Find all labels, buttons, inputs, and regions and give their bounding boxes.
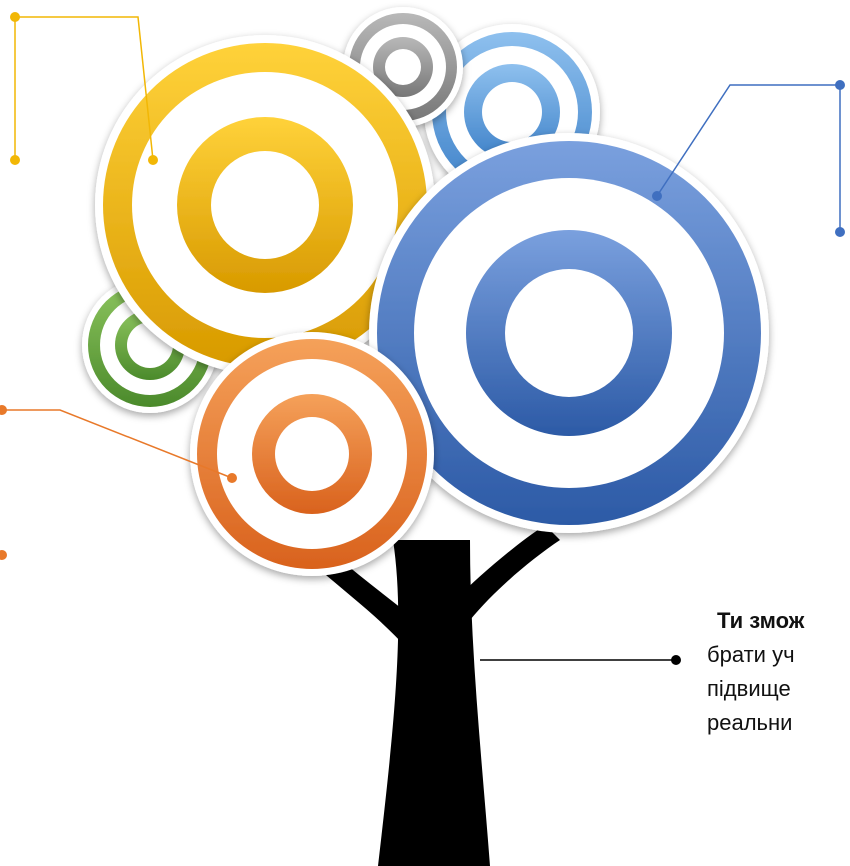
orange-leader-dots	[0, 405, 237, 560]
caption-line-3: реальни	[707, 710, 793, 735]
caption-heading: Ти змож	[717, 608, 805, 633]
blue-leader-dots	[652, 80, 845, 237]
yellow-rings	[95, 35, 435, 375]
trunk-leader	[480, 655, 681, 665]
orange-rings	[190, 332, 434, 576]
caption-line-1: брати уч	[707, 642, 795, 667]
caption-text: Ти змож брати уч підвище реальни	[707, 604, 850, 740]
tree-trunk	[320, 525, 560, 866]
yellow-leader	[14, 16, 154, 161]
yellow-leader-dots	[10, 12, 158, 165]
blue-rings	[369, 133, 769, 533]
blue-leader	[656, 84, 841, 232]
caption-line-2: підвище	[707, 676, 791, 701]
orange-leader	[2, 409, 233, 479]
